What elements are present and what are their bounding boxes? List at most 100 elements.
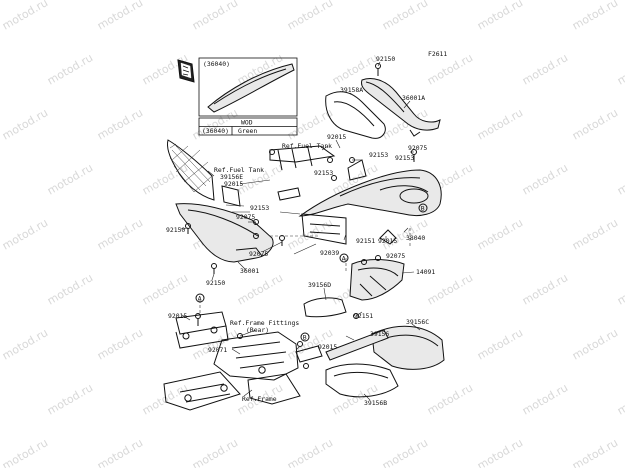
- leader-lines: [179, 61, 421, 401]
- label-92015-d: 92015: [168, 312, 187, 320]
- label-92151-a: 92151: [356, 237, 375, 245]
- callout-labels: 92150 39158A 36001A 92015 Ref.Fuel Tank …: [166, 55, 435, 407]
- label-38040: 38040: [406, 234, 425, 242]
- watermark-text: motod.ru: [570, 216, 620, 252]
- label-92015-a: 92015: [327, 133, 346, 141]
- pad-39156d: [303, 297, 347, 318]
- watermark-text: motod.ru: [615, 161, 625, 197]
- label-39158a: 39158A: [340, 86, 363, 94]
- watermark-text: motod.ru: [380, 436, 430, 468]
- watermark-text: motod.ru: [475, 436, 525, 468]
- watermark-text: motod.ru: [570, 106, 620, 142]
- watermark-text: motod.ru: [190, 326, 240, 362]
- watermark-text: motod.ru: [425, 271, 475, 307]
- watermark-text: motod.ru: [285, 216, 335, 252]
- watermark-text: motod.ru: [285, 436, 335, 468]
- pad-39158a: [325, 91, 386, 139]
- label-92153-c: 92153: [314, 169, 333, 177]
- label-92071: 92071: [208, 346, 227, 354]
- watermark-text: motod.ru: [425, 381, 475, 417]
- watermark-text: motod.ru: [95, 0, 145, 33]
- watermark-text: motod.ru: [520, 51, 570, 87]
- watermark-text: motod.ru: [0, 0, 50, 33]
- watermark-text: motod.ru: [95, 106, 145, 142]
- watermark-text: motod.ru: [570, 326, 620, 362]
- watermark-text: motod.ru: [615, 51, 625, 87]
- label-92015-e: 92015: [318, 343, 337, 351]
- fender-14091: [349, 259, 405, 301]
- watermark-text: motod.ru: [285, 0, 335, 33]
- watermark-text: motod.ru: [475, 106, 525, 142]
- watermark-text: motod.ru: [0, 106, 50, 142]
- label-92150-bottom: 92150: [206, 279, 225, 287]
- watermark-text: motod.ru: [520, 381, 570, 417]
- decal-shape: [207, 63, 295, 113]
- label-39156: 39156: [370, 330, 389, 338]
- label-rear: (Rear): [246, 326, 269, 334]
- watermark-text: motod.ru: [45, 381, 95, 417]
- label-36001: 36001: [240, 267, 259, 275]
- label-92151-b: 92151: [354, 312, 373, 320]
- watermark-text: motod.ru: [140, 381, 190, 417]
- watermark-text: motod.ru: [0, 216, 50, 252]
- watermark-text: motod.ru: [45, 51, 95, 87]
- label-39156c: 39156C: [406, 318, 429, 326]
- watermark-text: motod.ru: [95, 216, 145, 252]
- side-mesh-panel: [167, 139, 215, 201]
- lower-cover-39156b: [325, 363, 399, 398]
- watermark-text: motod.ru: [520, 271, 570, 307]
- kit-box: [198, 57, 298, 117]
- marker-a2: A: [198, 294, 202, 302]
- label-ref-frame: Ref.Frame: [242, 395, 277, 403]
- marker-b2: B: [303, 333, 307, 341]
- watermark-text: motod.ru: [0, 326, 50, 362]
- watermark-text: motod.ru: [615, 381, 625, 417]
- bracket-assembly: [269, 145, 336, 201]
- kit-table-header: WOD: [241, 119, 253, 127]
- watermark-text: motod.ru: [190, 0, 240, 33]
- watermark-text: motod.ru: [615, 271, 625, 307]
- label-36001a: 36001A: [402, 94, 425, 102]
- label-39156e: 39156E: [220, 173, 243, 181]
- label-92015-c: 92015: [378, 237, 397, 245]
- tail-cowl: [298, 159, 442, 245]
- label-92150-left: 92150: [166, 226, 185, 234]
- kit-row-part: (36040): [202, 127, 229, 135]
- watermark-text: motod.ru: [570, 0, 620, 33]
- marker-b1: B: [421, 204, 425, 212]
- watermark-text: motod.ru: [45, 271, 95, 307]
- side-cover-36001: [175, 185, 274, 263]
- watermark-text: motod.ru: [190, 436, 240, 468]
- watermark-text: motod.ru: [0, 436, 50, 468]
- watermark-text: motod.ru: [475, 326, 525, 362]
- kit-row-color: Green: [238, 127, 257, 135]
- label-92039: 92039: [320, 249, 339, 257]
- lower-cover-39156c: [371, 325, 445, 370]
- label-39156b: 39156B: [364, 399, 387, 407]
- watermark-text: motod.ru: [475, 0, 525, 33]
- label-92075-b: 92075: [236, 213, 255, 221]
- label-92075-c: 92075: [249, 250, 268, 258]
- watermark-text: motod.ru: [140, 271, 190, 307]
- label-14091: 14091: [416, 268, 435, 276]
- watermark-text: motod.ru: [235, 271, 285, 307]
- label-frame-fittings: Ref.Frame Fittings: [230, 319, 299, 327]
- label-92153-b: 92153: [395, 154, 414, 162]
- watermark-text: motod.ru: [95, 326, 145, 362]
- kit-header: (36040): [203, 60, 230, 68]
- rear-frame: [163, 311, 323, 411]
- watermark-text: motod.ru: [140, 161, 190, 197]
- seat-cowl-36001a: [361, 78, 441, 137]
- diagram-code: F2611: [428, 50, 447, 58]
- watermark-text: motod.ru: [475, 216, 525, 252]
- strip-39156: [325, 329, 389, 361]
- label-92015-b: 92015: [224, 180, 243, 188]
- watermark-text: motod.ru: [45, 161, 95, 197]
- label-92150-top: 92150: [376, 55, 395, 63]
- label-92153-a: 92153: [369, 151, 388, 159]
- reference-markers: B A A B: [195, 203, 428, 342]
- label-39156d: 39156D: [308, 281, 331, 289]
